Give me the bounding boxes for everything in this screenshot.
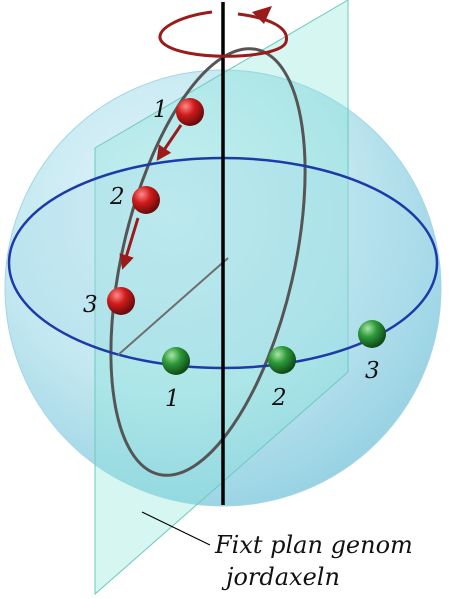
red-arrow-2 bbox=[119, 217, 140, 270]
green-label-1: 1 bbox=[165, 386, 180, 412]
green-label-2: 2 bbox=[271, 385, 287, 411]
caption-line-2: jordaxeln bbox=[221, 563, 340, 591]
green-point-2 bbox=[268, 346, 296, 374]
red-point-1 bbox=[176, 98, 204, 126]
red-point-2 bbox=[132, 186, 160, 214]
green-label-3: 3 bbox=[365, 358, 380, 384]
rotation-arrowhead bbox=[252, 6, 272, 24]
rotation-arrow bbox=[158, 10, 288, 58]
green-point-1 bbox=[162, 347, 190, 375]
green-point-3 bbox=[358, 320, 386, 348]
red-label-1: 1 bbox=[153, 97, 168, 123]
red-label-3: 3 bbox=[83, 292, 98, 318]
red-point-3 bbox=[107, 287, 135, 315]
meridian-circle bbox=[109, 47, 307, 477]
red-label-2: 2 bbox=[109, 184, 125, 210]
caption-line-1: Fixt plan genom bbox=[214, 531, 413, 559]
red-arrow-1 bbox=[156, 124, 183, 161]
radius-line bbox=[117, 257, 229, 356]
caption-pointer bbox=[141, 511, 211, 546]
